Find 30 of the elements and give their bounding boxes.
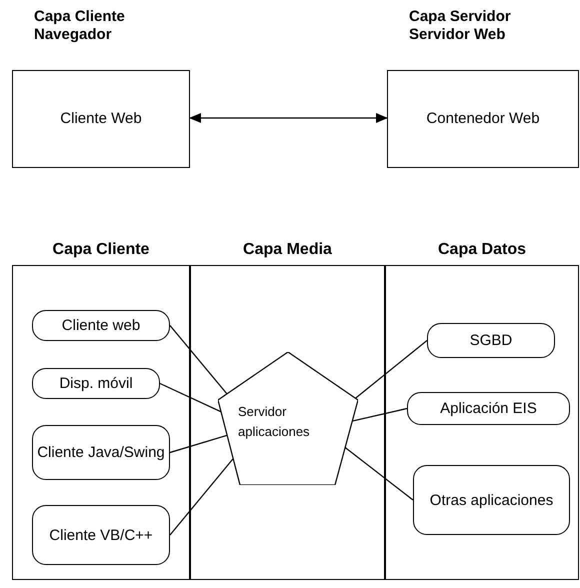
- arrow: [189, 113, 388, 123]
- application-pill: [407, 392, 570, 425]
- node-label: Disp. móvil: [59, 374, 133, 393]
- application-pill: [32, 425, 170, 480]
- application-pill: [32, 368, 160, 399]
- column-heading: Capa Datos: [436, 240, 528, 260]
- application-pill: [413, 465, 570, 535]
- node-label: Cliente Java/Swing: [37, 443, 165, 462]
- connector-line: [352, 408, 408, 422]
- layer-heading: Capa Cliente Navegador: [34, 8, 126, 44]
- application-pill: [427, 323, 555, 358]
- component-label: Cliente Web: [60, 108, 142, 129]
- node-label: Servidor aplicaciones: [238, 402, 311, 441]
- node-label: SGBD: [470, 331, 512, 350]
- connector-line: [170, 458, 234, 536]
- layer-heading: Capa Servidor Servidor Web: [409, 8, 512, 44]
- column-heading: Capa Cliente: [52, 240, 150, 260]
- connector-line: [170, 325, 228, 394]
- connector-line: [344, 447, 414, 500]
- application-pill: [32, 505, 170, 565]
- node-label: Aplicación EIS: [440, 399, 537, 418]
- node-label: Cliente VB/C++: [49, 526, 153, 544]
- node-label: Otras aplicaciones: [430, 490, 554, 510]
- connector-line: [355, 340, 428, 399]
- node-label: Cliente web: [62, 316, 140, 335]
- component-label: Contenedor Web: [426, 108, 540, 129]
- application-pill: [32, 310, 170, 341]
- connector-line: [160, 382, 222, 412]
- column-heading: Capa Media: [242, 240, 333, 260]
- connector-line: [170, 434, 228, 454]
